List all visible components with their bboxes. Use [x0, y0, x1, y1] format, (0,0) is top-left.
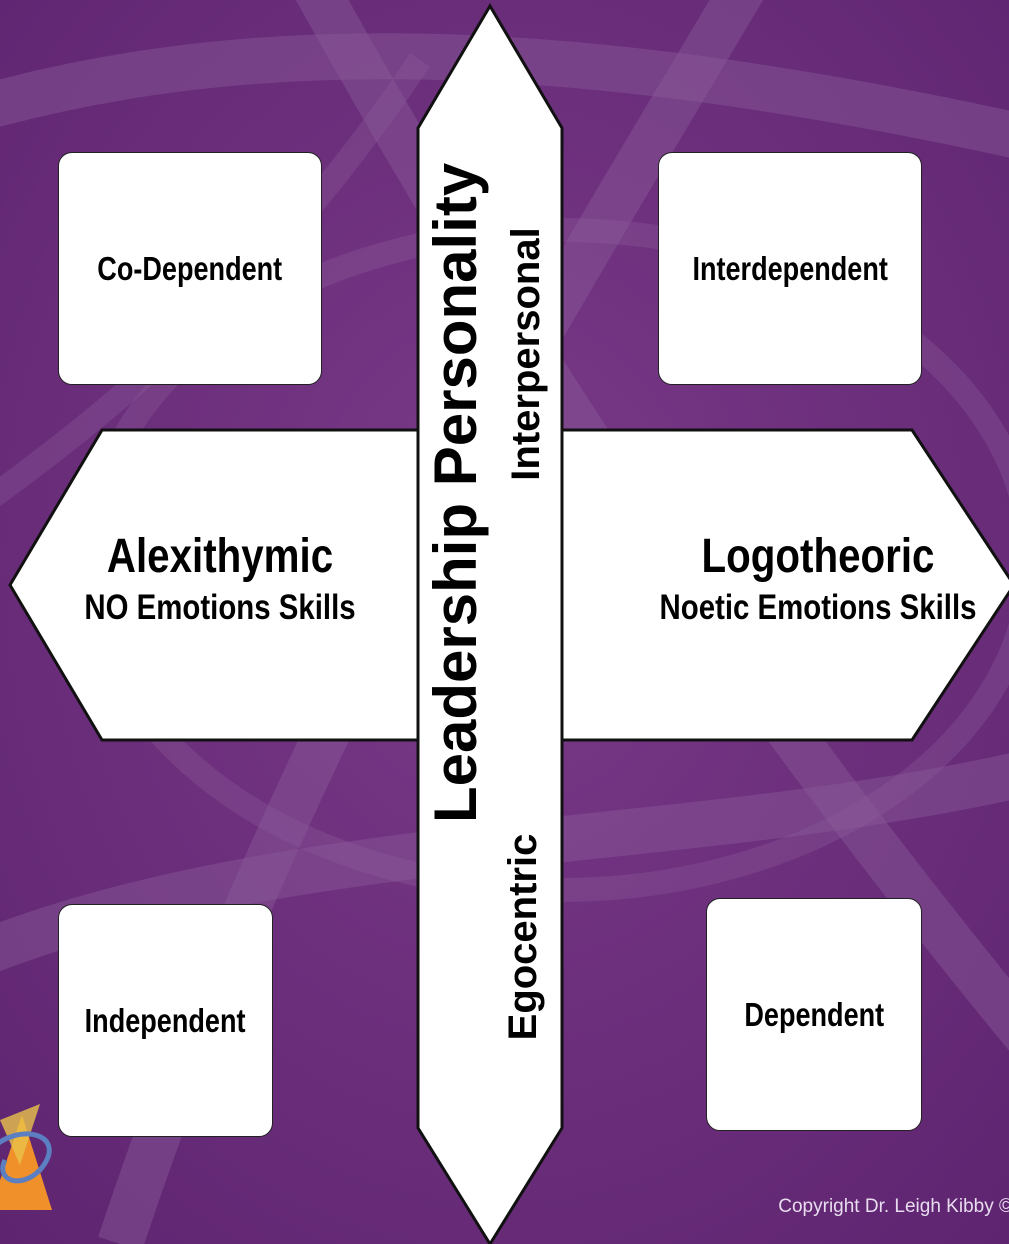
quadrant-box-top-right: Interdependent [658, 152, 922, 385]
quadrant-box-bottom-right: Dependent [706, 898, 922, 1131]
quadrant-label-dependent: Dependent [744, 995, 884, 1033]
arrow-left-title: Alexithymic [106, 530, 334, 583]
quadrant-label-independent: Independent [85, 1001, 246, 1039]
vertical-top-label: Interpersonal [504, 227, 548, 481]
vertical-bottom-label: Egocentric [501, 833, 545, 1041]
triangle-logo-icon [0, 1104, 52, 1210]
copyright-text: Copyright Dr. Leigh Kibby © [778, 1196, 1009, 1217]
quadrant-box-top-left: Co-Dependent [58, 152, 322, 385]
arrow-right-title: Logotheoric [701, 530, 935, 583]
arrow-right-subtitle: Noetic Emotions Skills [659, 588, 977, 627]
quadrant-label-co-dependent: Co-Dependent [97, 249, 283, 287]
vertical-main-label: Leadership Personality [422, 162, 489, 823]
quadrant-label-interdependent: Interdependent [692, 249, 888, 287]
arrow-right-text: Logotheoric Noetic Emotions Skills [608, 528, 1009, 630]
arrow-left-text: Alexithymic NO Emotions Skills [40, 528, 400, 630]
quadrant-box-bottom-left: Independent [58, 904, 273, 1137]
arrow-left-subtitle: NO Emotions Skills [84, 588, 356, 627]
vertical-arrow-shape [416, 3, 564, 1244]
